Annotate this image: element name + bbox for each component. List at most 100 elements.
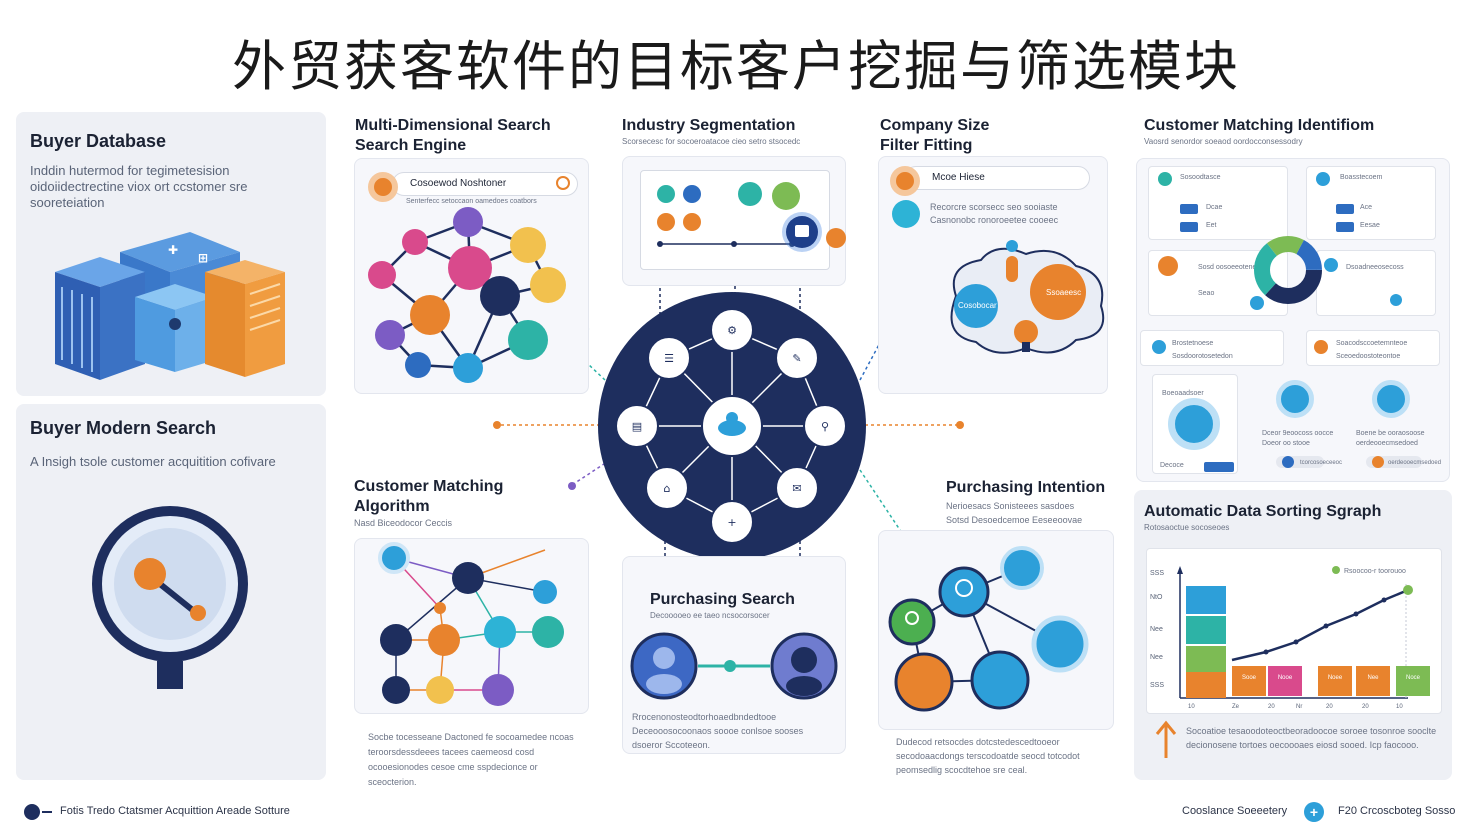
card3-value: Seao <box>1198 290 1215 297</box>
pin-icon-2 <box>1390 294 1402 306</box>
x-tick-label: 10 <box>1188 704 1195 710</box>
purchasing-intention-graph <box>888 546 1089 712</box>
y-tick-label: SSS <box>1150 570 1164 577</box>
company-size-heading: Company Size Filter Fitting <box>880 117 990 154</box>
bar <box>1318 666 1352 696</box>
purchasing-intention-caption2: Sotsd Desoedcemoe Eeseeoovae <box>946 515 1083 525</box>
search-network-graph <box>368 207 566 383</box>
y-tick-label: NtO <box>1150 594 1163 601</box>
y-axis-arrow <box>1177 566 1183 574</box>
svg-text:⌂: ⌂ <box>664 482 671 495</box>
card2-label: Boasstecoem <box>1340 174 1383 181</box>
profile-icon-3 <box>1152 340 1166 354</box>
x-tick-label: 20 <box>1326 704 1333 710</box>
company-size-caption1: Recorcre scorsecc seo sooiaste <box>930 202 1058 212</box>
up-arrow-icon <box>1155 720 1177 758</box>
toggle-2-knob <box>1372 456 1384 468</box>
trend-point <box>1353 611 1359 617</box>
card2-value: Ace <box>1360 204 1373 211</box>
card8-label: Sceoedoostoteontoe <box>1336 353 1401 360</box>
footer-logo-dash <box>42 811 52 813</box>
company-size-bubble1: Cosobocar <box>958 301 997 310</box>
footer-logo-icon <box>24 804 40 820</box>
purchasing-intention-caption1: Nerioesacs Sonisteees sasdoes <box>946 501 1075 511</box>
company-size-caption2: Casnonobc ronoroeetee cooeec <box>930 215 1059 225</box>
trend-point <box>1323 623 1329 629</box>
customer-matching-algorithm-caption: Nasd Biceodocor Ceccis <box>354 518 453 528</box>
buyer-database-text: Inddin hutermod for tegimetesision oidoi… <box>30 163 248 210</box>
central-hub-network: ⚙ ✎ ⚲ ✉ + ⌂ ▤ ☰ <box>598 292 866 560</box>
buyer-modern-search-heading: Buyer Modern Search <box>30 418 217 438</box>
trend-point <box>1293 639 1299 645</box>
search-icon[interactable] <box>556 176 570 190</box>
card9-sub: Boeoaadsoer <box>1162 390 1204 397</box>
card3-label: Sosd oosoeeoteneo <box>1198 264 1261 271</box>
matching-donut-chart <box>1254 236 1322 304</box>
bar-label: Sooe <box>1242 675 1257 681</box>
x-tick-label: Nr <box>1296 704 1302 710</box>
industry-segmentation-caption: Scorsecesc for socoeroatacoe cieo setro … <box>622 137 801 146</box>
trend-point <box>1263 649 1269 655</box>
footer-center-right-text: Cooslance Soeeetery <box>1182 805 1288 817</box>
decide-button-label: Decoce <box>1160 462 1184 469</box>
legend-marker <box>1332 566 1340 574</box>
x-tick-label: 20 <box>1362 704 1369 710</box>
search-orange-icon <box>368 172 398 202</box>
decide-button[interactable] <box>1204 462 1234 472</box>
multi-search-caption: Senterfecc setoccaon oamedoes coatbors <box>406 198 537 205</box>
profile-icon-4 <box>1314 340 1328 354</box>
svg-text:⚙: ⚙ <box>727 324 737 337</box>
bar <box>1232 666 1266 696</box>
card7-label: Soacodsccoetemnteoe <box>1336 340 1408 347</box>
footer-right-text: F20 Crcoscboteg Sosso <box>1338 805 1456 817</box>
bar <box>1396 666 1430 696</box>
auto-sorting-heading: Automatic Data Sorting Sgraph <box>1144 503 1382 520</box>
screen-icon-2 <box>1372 380 1410 418</box>
x-tick-label: 20 <box>1268 704 1275 710</box>
trend-end-point <box>1403 585 1413 595</box>
card4-label: Dsoadneeosecoss <box>1346 264 1404 271</box>
user-avatar-icon <box>1158 172 1172 186</box>
multi-search-label: Cosoewod Noshtoner <box>410 178 507 189</box>
card5-label: Brostetnoese <box>1172 340 1214 347</box>
card2-value-badge <box>1336 204 1354 214</box>
card10-sub: Doeor oo stooe <box>1262 440 1310 447</box>
footer-plus-icon: + <box>1304 802 1324 822</box>
card1-label: Sosoodtasce <box>1180 174 1221 181</box>
purchasing-search-heading: Purchasing Search <box>650 591 795 608</box>
user-avatar-icon-2 <box>1316 172 1330 186</box>
customer-matching-identification-heading: Customer Matching Identifiom <box>1144 117 1375 134</box>
svg-text:✚: ✚ <box>168 243 178 257</box>
customer-matching-identification-caption: Vaosrd senordor soeaod oordocconsessodry <box>1144 137 1303 146</box>
x-tick-label: 10 <box>1396 704 1403 710</box>
chart-legend: Rsoocoo-r toorouoo <box>1344 568 1406 575</box>
trend-point <box>1381 597 1387 603</box>
profile-icon <box>1324 258 1338 272</box>
stacked-bar-segment <box>1186 672 1226 698</box>
purchasing-intention-heading: Purchasing Intention <box>946 479 1106 496</box>
svg-text:✉: ✉ <box>792 482 801 495</box>
y-tick-label: Nee <box>1150 626 1163 633</box>
card1-value-badge-2 <box>1180 222 1198 232</box>
multi-search-bar[interactable] <box>392 172 578 196</box>
toggle-1-knob <box>1282 456 1294 468</box>
buyer-database-heading: Buyer Database <box>30 131 167 151</box>
svg-text:⊞: ⊞ <box>198 251 208 265</box>
stacked-bar-segment <box>1186 646 1226 674</box>
bar-label: Noee <box>1328 675 1343 681</box>
database-cubes-illustration: ✚ ⊞ <box>55 232 285 380</box>
card11-footer: oerdeooecmsedoed <box>1388 460 1442 466</box>
card11-title: Boene be ooraosoose <box>1356 430 1425 437</box>
svg-text:+: + <box>727 516 736 529</box>
customer-matching-algorithm-heading: Customer Matching Algorithm <box>354 478 504 515</box>
y-tick-label: Nee <box>1150 654 1163 661</box>
pin-icon <box>1250 296 1264 310</box>
matching-algorithm-graph <box>378 542 564 706</box>
magnifier-icon <box>92 506 248 689</box>
identification-card-7[interactable] <box>1152 374 1238 474</box>
stacked-bar-segment <box>1186 586 1226 614</box>
company-size-search-bar[interactable] <box>904 166 1090 190</box>
svg-text:☰: ☰ <box>664 352 674 365</box>
identification-card-6[interactable] <box>1306 330 1440 366</box>
